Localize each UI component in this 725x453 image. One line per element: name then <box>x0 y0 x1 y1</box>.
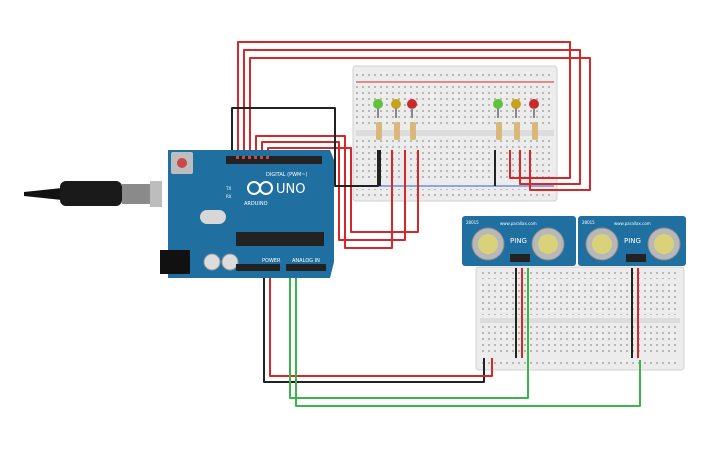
arduino-brand: ARDUINO <box>244 201 268 207</box>
tx-label: TX <box>225 186 231 191</box>
arduino-board: UNO ARDUINO DIGITAL (PWM~) POWER ANALOG … <box>160 150 334 278</box>
led <box>511 99 521 118</box>
rx-label: RX <box>226 194 232 199</box>
usb-cable <box>24 181 162 207</box>
resistor-group <box>376 122 538 140</box>
bottom-breadboard <box>475 266 685 371</box>
power-label: POWER <box>262 258 281 264</box>
sensor-vendor: www.parallax.com <box>614 221 651 226</box>
arduino-model: UNO <box>276 182 305 197</box>
resistor <box>394 122 400 140</box>
sensor-name: PING <box>624 237 641 245</box>
wires <box>231 41 641 407</box>
analog-label: ANALOG IN <box>292 258 320 264</box>
ultrasonic-sensor-2: PING www.parallax.com 28015 <box>578 216 686 266</box>
ultrasonic-sensor-1: PING www.parallax.com 28015 <box>462 216 576 266</box>
resistor <box>410 122 416 140</box>
sensor-model: 28015 <box>582 220 595 225</box>
resistor <box>376 122 382 140</box>
resistor <box>514 122 520 140</box>
arduino-logo <box>247 181 273 195</box>
led <box>529 99 539 118</box>
led <box>493 99 503 118</box>
led <box>391 99 401 118</box>
led <box>373 99 383 118</box>
reset-button[interactable] <box>177 158 187 168</box>
resistor <box>496 122 502 140</box>
sensor-model: 28015 <box>466 220 479 225</box>
digital-label: DIGITAL (PWM~) <box>266 172 308 178</box>
sensor-vendor: www.parallax.com <box>500 221 537 226</box>
sensor-name: PING <box>510 237 527 245</box>
resistor <box>532 122 538 140</box>
led-group <box>373 99 539 118</box>
top-breadboard <box>352 65 558 202</box>
led <box>407 99 417 118</box>
